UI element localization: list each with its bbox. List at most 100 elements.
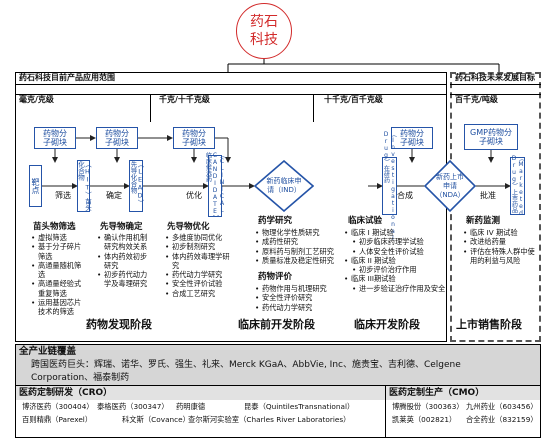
list-item: 临床 IV 期试验 [463,228,540,238]
cro-r2-c2: 科文斯（Covance） [122,415,190,424]
section-eval-title: 药物评价 [258,272,293,282]
section-lead-list: 确认作用机制研究构效关系体内药效初步研究初步药代动力学及毒理研究 [97,233,152,289]
cmo-r2-c1: 凯莱英（002821） [392,415,457,424]
flow-marketed-drug: （Marketed Drug）上市药品 [510,155,525,217]
list-item: 评估在特殊人群中使用的利益与风险 [463,247,540,266]
industry-box [15,344,541,438]
cro-header-bg [16,386,385,400]
building-block-2: 药物分子砌块 [96,127,138,149]
list-item: 原料药与制剂工艺研究 [255,247,346,257]
list-item: 虚拟筛选 [31,233,84,243]
scale-divider-1 [150,94,151,122]
list-item: 合成工艺研究 [165,289,232,299]
flow-target: 靶点 [29,165,42,207]
list-item: 体内药效初步研究 [97,252,152,271]
list-item: 高通量随机筛选 [31,261,84,280]
scale-g-kg: 千克/十千克级 [159,95,210,104]
cmo-r1-c1: 博腾股份（300363） [392,402,464,411]
section-hit-title: 苗头物筛选 [33,222,76,232]
section-pharma-list: 物理化学性质研究成药性研究原料药与制剂工艺研究质量标准及稳定性研究 [255,228,346,266]
cro-r2-c1: 百则精鼎（Parexel） [22,415,93,424]
list-item: 药物作用与机理研究 [255,284,346,294]
cro-r1-c1: 博济医药（300404） [22,402,94,411]
section-trial-list: 临床 I 期试验初步临床药理学试验人体安全性评价试验临床 II 期试验初步评价治… [344,228,457,294]
panel-future-title: 药石科技未来发展目标 [455,73,535,82]
list-item: 多维度协同优化 [165,233,232,243]
label-screen: 筛选 [55,191,71,200]
list-item: 人体安全性评价试验 [352,247,457,257]
list-item: 进一步验证治疗作用及安全 [352,284,457,294]
scale-mg: 毫克/克级 [19,95,54,104]
list-item: 初步制剂研究 [165,242,232,252]
list-item: 初步临床药理学试验 [352,237,457,247]
list-item: 运用基因芯片技术的筛选 [31,298,84,317]
cmo-r1-c2: 九州药业（603456） [466,402,538,411]
list-item: 安全性评价试验 [165,279,232,289]
cro-r1-c3: 药明康德 [176,402,206,411]
section-lead-title: 先导物确定 [100,222,143,232]
flow-investigational-drug: （Investigational Drug）在研药 [382,130,397,242]
building-block-1: 药物分子砌块 [34,127,76,149]
gmp-building-block: GMP药物分子砌块 [464,124,518,150]
list-item: 确认作用机制研究构效关系 [97,233,152,252]
scale-100kg: 百千克/吨级 [455,95,498,104]
list-item: 体内药效毒理学研究 [165,252,232,271]
list-item: 质量标准及稳定性研究 [255,256,346,266]
label-approve: 批准 [480,191,496,200]
logo-line1: 药石 [250,14,278,30]
cro-cmo-divider-top [16,385,540,386]
diamond-nda: 新药上市申请（NDA） [424,160,476,212]
diamond-ind: 新药临床申请（IND） [254,160,314,212]
list-item: 安全性评价研究 [255,293,346,303]
section-eval-list: 药物作用与机理研究安全性评价研究药代动力学研究 [255,284,346,313]
label-optimize: 优化 [186,191,202,200]
stage-clinical: 临床开发阶段 [354,318,420,331]
section-opt-list: 多维度协同优化初步制剂研究体内药效毒理学研究药代动力学研究安全性评价试验合成工艺… [165,233,232,299]
cro-r1-c4: 昆泰（QuintilesTransnational） [244,402,355,411]
cro-r1-c2: 泰格医药（300347） [97,402,169,411]
section-trial-title: 临床试验 [348,216,383,226]
list-item: 物理化学性质研究 [255,228,346,238]
list-item: 初步评价治疗作用 [352,265,457,275]
panel-future-header-divider [450,84,541,85]
industry-header-bg [16,345,540,385]
cmo-header-bg [386,386,540,400]
list-item: 改进给药量 [463,237,540,247]
building-block-3: 药物分子砌块 [173,127,215,149]
flow-lead-compound: （LEAD）先导化合物 [129,160,144,212]
logo-line2: 科技 [250,32,278,48]
cro-title: 医药定制研发（CRO） [19,388,113,398]
cmo-r2-c2: 合全药业（832159） [466,415,538,424]
flow-hit-compound: （HIT）苗头化合物 [76,160,92,212]
list-item: 临床 I 期试验 [344,228,449,238]
list-item: 临床 III期试验 [344,274,449,284]
industry-line2: Corporation、福泰制药 [31,373,130,383]
stage-preclinical: 临床前开发阶段 [238,318,315,331]
cro-cmo-divider [385,385,386,437]
stage-discovery: 药物发现阶段 [86,318,152,331]
section-pharma-title: 药学研究 [258,216,293,226]
list-item: 临床 II 期试验 [344,256,449,266]
section-monitor-title: 新药监测 [466,216,501,226]
label-synth: 合成 [397,191,413,200]
future-scale-line [450,94,541,95]
scale-10kg-ton: 十千克/百千克级 [324,95,383,104]
industry-line1: 跨国医药巨头：辉瑞、诺华、罗氏、强生、礼来、Merck KGaA、AbbVie,… [31,360,461,370]
flow-clinical-candidate: （CLINICAL CANDIDATE）临床候选药 [204,151,226,221]
list-item: 基于分子碎片筛选 [31,242,84,261]
section-hit-list: 虚拟筛选基于分子碎片筛选高通量随机筛选高通量经验式重复筛选运用基因芯片技术的筛选 [31,233,84,317]
label-confirm: 确定 [106,191,122,200]
scale-divider-2 [313,94,314,122]
stage-market: 上市销售阶段 [456,318,522,331]
section-monitor-list: 临床 IV 期试验改进给药量评估在特殊人群中使用的利益与风险 [463,228,540,266]
list-item: 成药性研究 [255,237,346,247]
list-item: 药代动力学研究 [165,270,232,280]
list-item: 高通量经验式重复筛选 [31,279,84,298]
list-item: 药代动力学研究 [255,303,346,313]
cmo-title: 医药定制生产（CMO） [389,388,485,398]
logo-circle [236,3,292,59]
cro-r2-c3: 查尔斯河实验室（Charles River Laboratories） [188,415,351,424]
panel-current-title: 药石科技目前产品应用范围 [19,73,115,82]
panel-current-header-divider [15,84,447,85]
building-block-4: 药物分子砌块 [391,127,433,149]
